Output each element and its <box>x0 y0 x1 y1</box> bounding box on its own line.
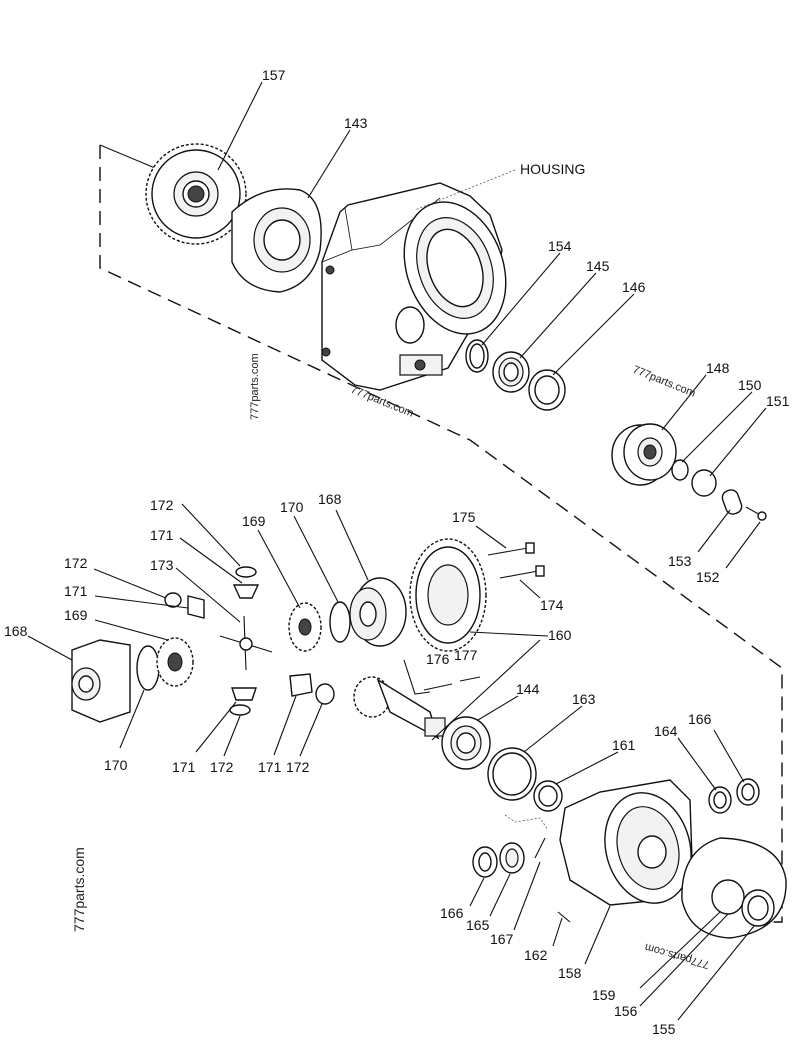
part-171-pinion-d <box>289 673 313 697</box>
part-154-oring <box>465 339 489 373</box>
part-170-thrust-washer-lower <box>136 645 160 691</box>
callout-176: 176 <box>426 651 450 667</box>
part-153-lock-plate <box>721 489 743 515</box>
callout-173: 173 <box>150 557 174 573</box>
callout-170-lower: 170 <box>104 757 128 773</box>
callout-143: 143 <box>344 115 368 131</box>
part-165-bearing <box>499 842 525 874</box>
part-177-pin <box>459 676 481 682</box>
callout-174: 174 <box>540 597 564 613</box>
part-156-oring <box>711 879 745 915</box>
callout-172-c: 172 <box>210 759 234 775</box>
callout-152: 152 <box>696 569 720 585</box>
housing-assembly <box>321 182 507 391</box>
callout-148: 148 <box>706 360 730 376</box>
callout-161: 161 <box>612 737 636 753</box>
callout-168-lower: 168 <box>4 623 28 639</box>
callout-159: 159 <box>592 987 616 1003</box>
callout-172-b: 172 <box>64 555 88 571</box>
callout-164: 164 <box>654 723 678 739</box>
part-172-washer-a <box>235 566 257 578</box>
part-170-thrust-washer-upper <box>329 601 351 643</box>
callout-170-upper: 170 <box>280 499 304 515</box>
callout-156: 156 <box>614 1003 638 1019</box>
part-172-washer-b <box>164 592 182 608</box>
part-160-crown-wheel <box>409 538 487 652</box>
part-158-carrier <box>559 779 693 906</box>
callout-163: 163 <box>572 691 596 707</box>
callout-153: 153 <box>668 553 692 569</box>
callout-144: 144 <box>516 681 540 697</box>
callout-151: 151 <box>766 393 790 409</box>
part-145-bearing <box>492 351 530 393</box>
callout-157: 157 <box>262 67 286 83</box>
callout-169-upper: 169 <box>242 513 266 529</box>
part-148-flange <box>611 423 677 486</box>
part-169-side-gear-lower <box>156 637 194 687</box>
callout-171-b: 171 <box>64 583 88 599</box>
callout-167: 167 <box>490 931 514 947</box>
pin-locator-dotted-line <box>504 814 549 831</box>
part-152-bolt <box>745 506 767 521</box>
callout-158: 158 <box>558 965 582 981</box>
part-164-bearing <box>708 786 732 814</box>
part-161-bearing <box>533 780 563 812</box>
part-162-bolt <box>557 911 571 923</box>
callout-171-a: 171 <box>150 527 174 543</box>
callout-168-upper: 168 <box>318 491 342 507</box>
callout-155: 155 <box>652 1021 676 1037</box>
callout-housing: HOUSING <box>520 161 585 177</box>
part-166-seal-upper <box>736 778 760 806</box>
callout-172-d: 172 <box>286 759 310 775</box>
callout-162: 162 <box>524 947 548 963</box>
callout-160: 160 <box>548 627 572 643</box>
part-171-pinion-a <box>232 584 260 599</box>
assembly-boundary-line <box>99 145 783 923</box>
part-173-spider <box>219 615 273 671</box>
watermark-vertical-bottom: 777parts.com <box>71 847 87 932</box>
callout-171-d: 171 <box>258 759 282 775</box>
callout-145: 145 <box>586 258 610 274</box>
part-150-oring <box>671 459 689 481</box>
part-146-bearing-cup <box>528 369 566 411</box>
part-169-side-gear-upper <box>288 602 322 652</box>
callout-166-upper: 166 <box>688 711 712 727</box>
part-168-diff-case-lower <box>71 639 131 723</box>
callout-175: 175 <box>452 509 476 525</box>
part-172-washer-d <box>315 683 335 705</box>
part-143-plate <box>231 188 322 293</box>
part-171-pinion-b <box>187 595 205 619</box>
callout-150: 150 <box>738 377 762 393</box>
callout-146: 146 <box>622 279 646 295</box>
part-176-pin <box>423 683 453 691</box>
part-155-seal <box>741 889 775 927</box>
part-171-pinion-c <box>231 687 257 701</box>
callout-177: 177 <box>454 647 478 663</box>
boundary-tick <box>99 144 156 169</box>
part-166-seal-lower <box>472 846 498 878</box>
watermark-right: 777parts.com <box>631 364 697 400</box>
part-175-bolt <box>487 542 535 556</box>
part-160-pinion-shaft <box>353 676 446 740</box>
part-163-shim <box>487 747 537 801</box>
leader-lines <box>27 81 767 1021</box>
part-174-bolt <box>499 565 545 579</box>
watermark-vertical-top: 777parts.com <box>249 353 261 420</box>
part-167-pin <box>534 837 546 859</box>
part-168-diff-case-upper <box>349 577 407 647</box>
callout-171-c: 171 <box>172 759 196 775</box>
watermark-upside-down: 777parts.com <box>643 941 710 971</box>
callout-172-a: 172 <box>150 497 174 513</box>
callout-165: 165 <box>466 917 490 933</box>
part-157-spur-gear <box>145 143 247 245</box>
callout-154: 154 <box>548 238 572 254</box>
callout-166-lower: 166 <box>440 905 464 921</box>
part-144-bearing <box>441 716 491 770</box>
part-151-washer <box>691 469 717 497</box>
callout-169-lower: 169 <box>64 607 88 623</box>
